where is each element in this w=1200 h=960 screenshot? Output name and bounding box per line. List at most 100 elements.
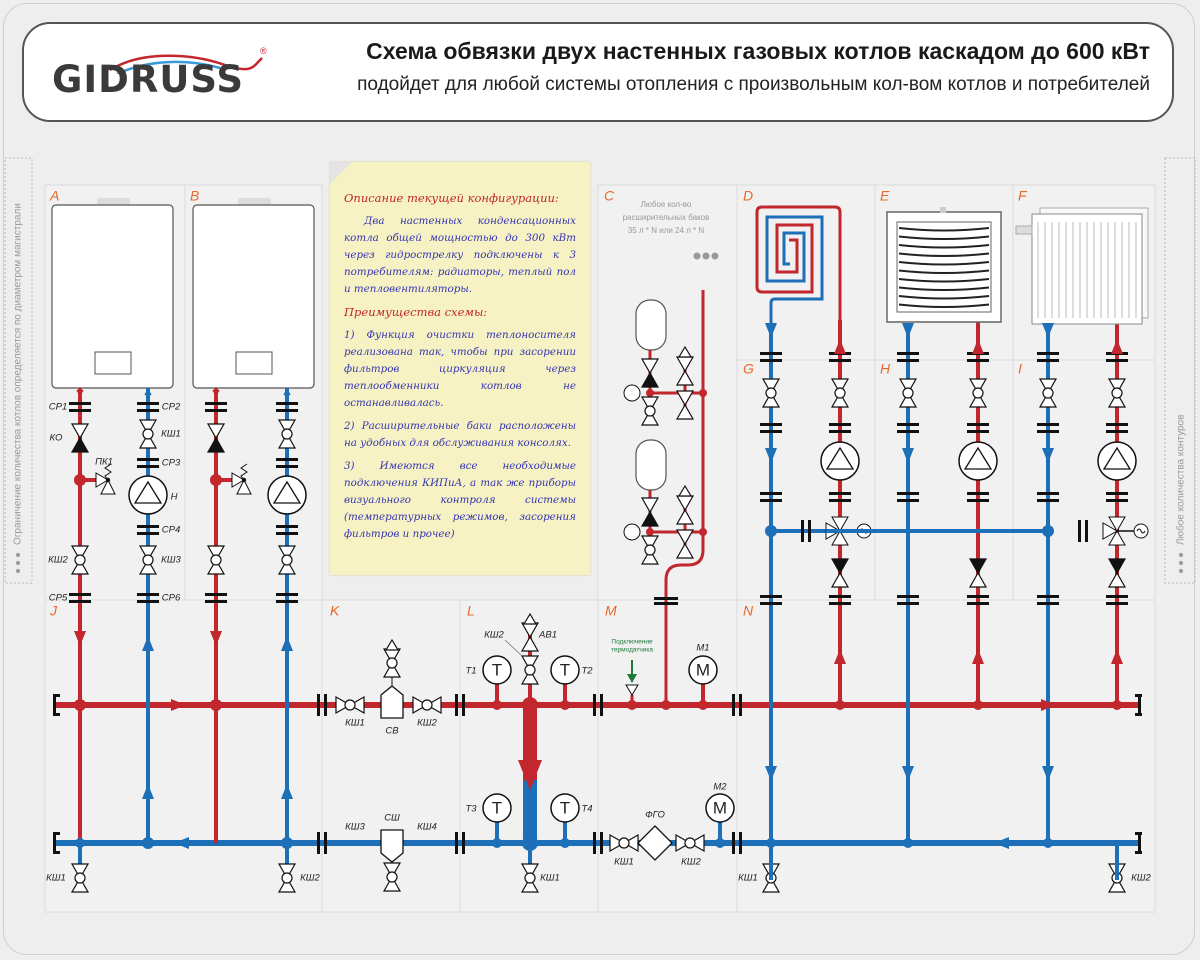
boiler-body — [51, 204, 174, 389]
flange-bar — [897, 352, 919, 355]
cap-bar — [53, 832, 56, 854]
manometer-icon: M — [705, 793, 735, 823]
flow-arrow-right-icon — [1041, 699, 1056, 711]
label: КШ2 — [300, 873, 320, 884]
flange-bar — [1037, 602, 1059, 605]
fan-louver — [898, 286, 990, 291]
junction-dot — [715, 838, 725, 848]
ball-valve-icon — [675, 390, 695, 420]
valve-ball — [1111, 387, 1123, 399]
junction-dot — [75, 838, 85, 848]
flange-icon — [1106, 492, 1128, 502]
label: КШ2 — [1131, 873, 1151, 884]
flange-icon — [967, 595, 989, 605]
valve-half — [206, 545, 226, 562]
page-frame — [3, 3, 1195, 955]
junction-dot — [560, 700, 570, 710]
ball-valve-icon — [382, 862, 402, 892]
flange-bar — [739, 694, 742, 716]
valve-ball — [281, 872, 293, 884]
pipe-end-cap-icon — [53, 694, 60, 716]
valve-half — [138, 545, 158, 562]
flange-bar — [967, 359, 989, 362]
section-letter: E — [880, 188, 890, 204]
pump-triangle — [825, 446, 855, 470]
ball-valve-icon — [675, 833, 705, 853]
manometer-icon — [623, 384, 641, 402]
valve-ball — [684, 837, 696, 849]
ball-valve-icon — [968, 378, 988, 408]
flange-icon — [137, 402, 159, 412]
valve-half — [1107, 876, 1127, 893]
ball-valve-icon — [412, 695, 442, 715]
label: КШ1 — [345, 718, 365, 729]
flow-arrow-up-icon — [281, 636, 293, 651]
label: КШ1 — [738, 873, 758, 884]
tv-half — [831, 529, 849, 546]
air-vent-icon — [677, 345, 693, 358]
flange-icon — [967, 423, 989, 433]
vent-triangle — [677, 484, 693, 497]
flange-bar — [739, 832, 742, 854]
flange-bar — [829, 602, 851, 605]
boiler-body — [192, 204, 315, 389]
flange-bar — [276, 532, 298, 535]
flange-bar — [829, 359, 851, 362]
flow-arrow-up-icon — [281, 784, 293, 799]
valve-ball — [210, 554, 222, 566]
valve-ball — [524, 664, 536, 676]
floor-heating-coil-cold — [765, 215, 824, 330]
flange-icon — [760, 352, 782, 362]
tv-half — [831, 516, 849, 533]
more-dots-icon — [1179, 553, 1183, 557]
flange-bar — [205, 593, 227, 596]
valve-half — [675, 390, 695, 407]
section-panel — [44, 599, 323, 913]
junction-dot — [210, 474, 222, 486]
valve-half — [761, 876, 781, 893]
flange-icon — [137, 593, 159, 603]
flange-icon — [897, 423, 919, 433]
flange-bar — [967, 595, 989, 598]
page-subtitle: подойдет для любой системы отопления с п… — [357, 74, 1150, 95]
flange-bar — [897, 499, 919, 502]
pump-icon — [958, 441, 998, 481]
boiler-inlet-mark — [144, 388, 152, 396]
label: СР6 — [162, 593, 181, 604]
flange-icon — [732, 832, 742, 854]
flange-bar — [732, 694, 735, 716]
flange-icon — [317, 832, 327, 854]
flange-bar — [1037, 492, 1059, 495]
flange-icon — [760, 492, 782, 502]
flange-icon — [455, 832, 465, 854]
flange-bar — [137, 402, 159, 405]
junction-dot — [699, 528, 707, 536]
junction-dot — [74, 474, 86, 486]
pump-triangle — [272, 480, 302, 504]
boiler-display — [94, 351, 132, 375]
junction-dot — [74, 699, 86, 711]
label: Т1 — [465, 666, 476, 677]
valve-ball — [344, 699, 356, 711]
valve-half — [1107, 558, 1127, 575]
valve-half — [761, 391, 781, 408]
fan-louver — [898, 252, 990, 257]
valve-half — [206, 436, 226, 453]
valve-half — [640, 371, 660, 388]
boiler-icon — [192, 198, 315, 389]
flange-bar — [1037, 352, 1059, 355]
valve-half — [382, 875, 402, 892]
junction-dot — [522, 697, 538, 713]
gauge-body — [482, 793, 512, 823]
cap-tick — [1135, 832, 1142, 835]
tank-body — [635, 299, 667, 351]
label: КШ2 — [681, 857, 701, 868]
thermometer-icon: T — [550, 793, 580, 823]
valve-half — [675, 403, 695, 420]
check-valve-icon — [206, 423, 226, 453]
junction-dot — [560, 838, 570, 848]
flange-bar — [967, 423, 989, 426]
tanks-note: расширительных баков — [623, 213, 710, 222]
flange-icon — [276, 525, 298, 535]
sv-spring — [240, 463, 248, 481]
